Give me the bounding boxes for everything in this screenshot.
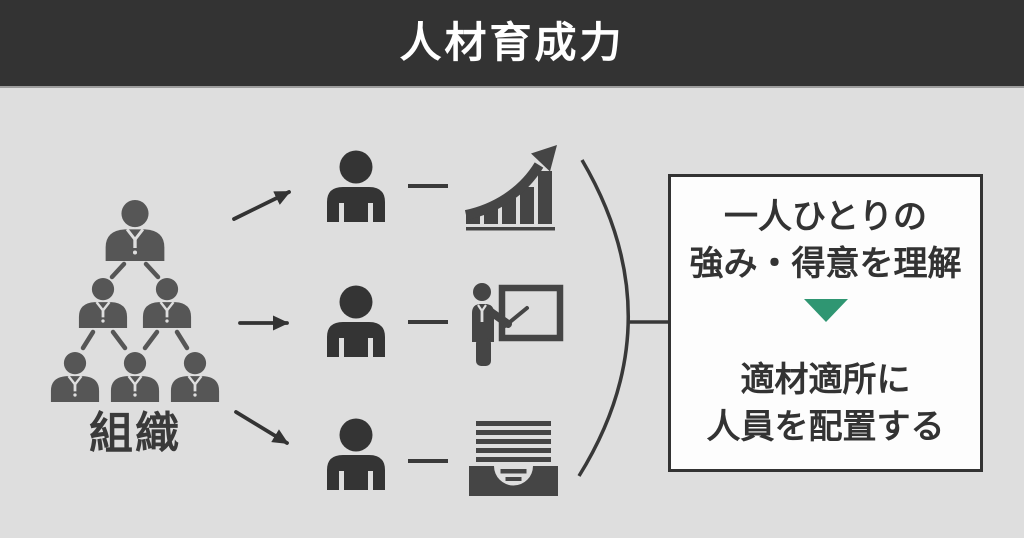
org-person-icon	[77, 278, 129, 328]
paper-line	[476, 448, 551, 453]
org-person-icon	[169, 352, 221, 402]
result-box: 一人ひとりの 強み・得意を理解 適材適所に 人員を配置する	[668, 174, 983, 472]
org-label: 組織	[89, 409, 181, 458]
result-box-line: 人員を配置する	[706, 407, 945, 446]
down-triangle-shape	[803, 298, 848, 322]
org-person-icon	[49, 352, 101, 402]
result-box-line: 強み・得意を理解	[689, 244, 962, 283]
inbox-tray-icon	[469, 421, 558, 496]
whiteboard	[498, 284, 564, 342]
org-connector-lines	[80, 261, 190, 351]
paper-line	[476, 430, 551, 435]
tray-paper-edge	[500, 469, 527, 474]
page-title: 人材育成力	[399, 19, 625, 66]
presenter-arm	[487, 308, 512, 328]
header-bar: 人材育成力	[0, 0, 1024, 88]
chart-bar	[538, 171, 552, 224]
person-icon-row3	[327, 418, 385, 490]
tray-body	[469, 466, 558, 496]
presenter-head	[473, 283, 491, 301]
org-chart-icon	[49, 200, 221, 402]
tray-paper-edge	[505, 477, 522, 481]
paper-line	[476, 457, 551, 462]
diagram-board: 組織 一人ひとりの 強み・得意を理解 適材適所に 人員を配置する	[0, 88, 1024, 538]
org-person-icon	[109, 352, 161, 402]
down-triangle-icon	[803, 298, 848, 322]
growth-chart-icon	[464, 145, 557, 231]
growth-arrow-curve	[464, 162, 544, 220]
chart-bar	[520, 187, 534, 224]
chart-baseline	[466, 227, 555, 231]
paper-line	[476, 439, 551, 444]
arrow-bottom-icon	[234, 410, 289, 445]
arrow-top-icon	[232, 190, 291, 221]
growth-arrow-head	[531, 145, 557, 172]
presenter-whiteboard-icon	[472, 283, 564, 366]
org-person-icon	[141, 278, 193, 328]
diagram-svg	[49, 145, 668, 496]
org-person-icon	[104, 200, 166, 261]
result-box-line: 一人ひとりの	[724, 198, 927, 236]
person-icon-row1	[327, 150, 385, 222]
pointer-stick	[503, 306, 529, 328]
person-icon-row2	[327, 285, 385, 357]
paper-line	[476, 421, 551, 426]
presenter-legs	[476, 338, 491, 366]
brace-curve	[577, 159, 630, 477]
result-box-line: 適材適所に	[740, 360, 911, 399]
presenter-tie	[480, 309, 484, 322]
